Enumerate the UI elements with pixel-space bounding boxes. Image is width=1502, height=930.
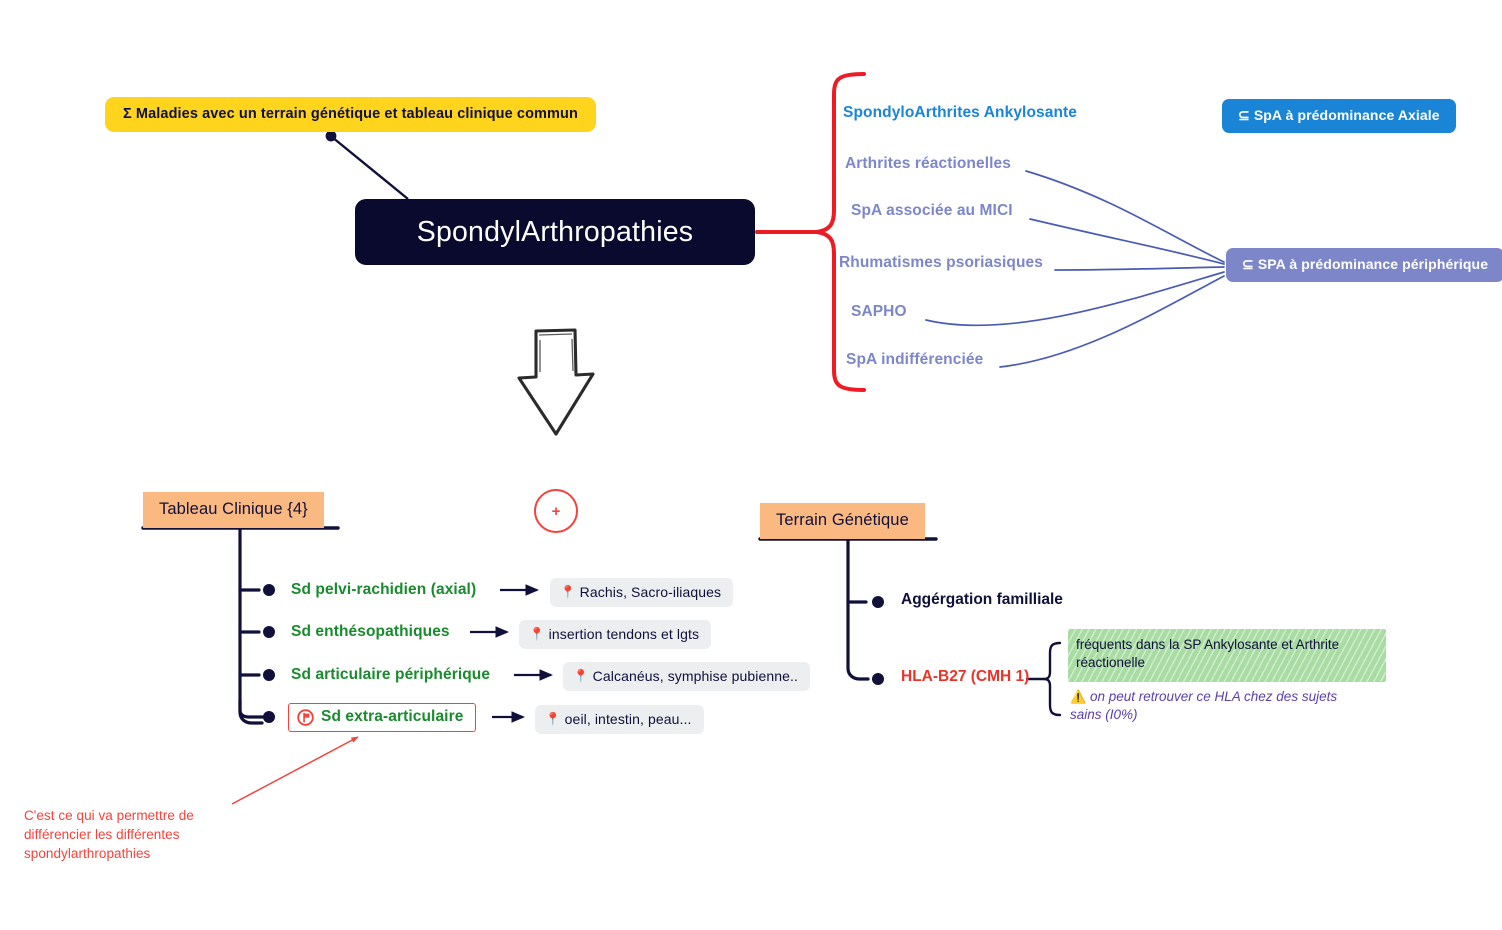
disease-label-arthrites-reactionelles: Arthrites réactionelles bbox=[845, 155, 1011, 172]
clinique-item-label-2: Sd enthésopathiques bbox=[291, 623, 450, 640]
clinique-item-label-4: Sd extra-articulaire bbox=[321, 708, 464, 725]
genetique-note-warning-text: on peut retrouver ce HLA chez des sujets… bbox=[1070, 689, 1338, 723]
disease-label-rhumatismes-psoriasiques: Rhumatismes psoriasiques bbox=[839, 254, 1043, 271]
annotation-arrow bbox=[231, 736, 359, 805]
red-flag-icon bbox=[297, 708, 314, 726]
clinique-detail-pill-4: 📍 oeil, intestin, peau... bbox=[535, 705, 704, 734]
genetique-item-label-2: HLA-B27 (CMH 1) bbox=[901, 668, 1030, 685]
disease-label-spondyloarthrites-ankylosante: SpondyloArthrites Ankylosante bbox=[843, 104, 1077, 121]
down-arrow-icon bbox=[517, 328, 595, 436]
section-header-tableau-clinique: Tableau Clinique {4} bbox=[143, 492, 324, 528]
clinique-detail-pill-2: 📍 insertion tendons et lgts bbox=[519, 620, 712, 649]
section-header-terrain-genetique: Terrain Génétique bbox=[760, 503, 925, 539]
genetique-item-label-1: Aggérgation familliale bbox=[901, 591, 1063, 608]
clinique-detail-text-3: Calcanéus, symphise pubienne.. bbox=[592, 668, 799, 684]
map-pin-icon: 📍 bbox=[545, 711, 561, 726]
disease-label-sapho: SAPHO bbox=[851, 303, 907, 320]
page-title: SpondylArthropathies bbox=[355, 199, 755, 265]
map-pin-icon: 📍 bbox=[573, 668, 589, 683]
plus-badge: + bbox=[534, 489, 578, 533]
clinique-detail-text-1: Rachis, Sacro-iliaques bbox=[579, 584, 722, 600]
clinique-annotation: C'est ce qui va permettre de différencie… bbox=[24, 808, 194, 862]
clinique-item-label-3: Sd articulaire périphérique bbox=[291, 666, 491, 683]
clinique-item-label-1: Sd pelvi-rachidien (axial) bbox=[291, 581, 477, 598]
hla-bracket bbox=[1025, 641, 1062, 717]
clinique-detail-text-4: oeil, intestin, peau... bbox=[564, 711, 692, 727]
genetique-note-highlight: fréquents dans la SP Ankylosante et Arth… bbox=[1068, 629, 1386, 682]
warning-icon: ⚠️ bbox=[1070, 689, 1087, 704]
genetique-note-warning: ⚠️ on peut retrouver ce HLA chez des suj… bbox=[1070, 688, 1370, 724]
disease-label-spa-indifferenciee: SpA indifférenciée bbox=[846, 351, 984, 368]
clinique-detail-pill-3: 📍 Calcanéus, symphise pubienne.. bbox=[563, 662, 811, 691]
map-pin-icon: 📍 bbox=[529, 626, 545, 641]
clinique-item-highlighted-4: Sd extra-articulaire bbox=[288, 703, 477, 732]
clinique-detail-text-2: insertion tendons et lgts bbox=[548, 626, 700, 642]
definition-chip: Σ Maladies avec un terrain génétique et … bbox=[105, 97, 596, 132]
clinique-detail-pill-1: 📍 Rachis, Sacro-iliaques bbox=[550, 578, 734, 607]
group-chip-axial: ⊆ SpA à prédominance Axiale bbox=[1222, 99, 1456, 133]
clinique-arrows bbox=[470, 584, 554, 723]
map-pin-icon: 📍 bbox=[560, 584, 576, 599]
disease-label-spa-mici: SpA associée au MICI bbox=[851, 202, 1013, 219]
group-chip-peripheral: ⊆ SPA à prédominance périphérique bbox=[1226, 248, 1502, 282]
definition-connector bbox=[325, 130, 409, 200]
